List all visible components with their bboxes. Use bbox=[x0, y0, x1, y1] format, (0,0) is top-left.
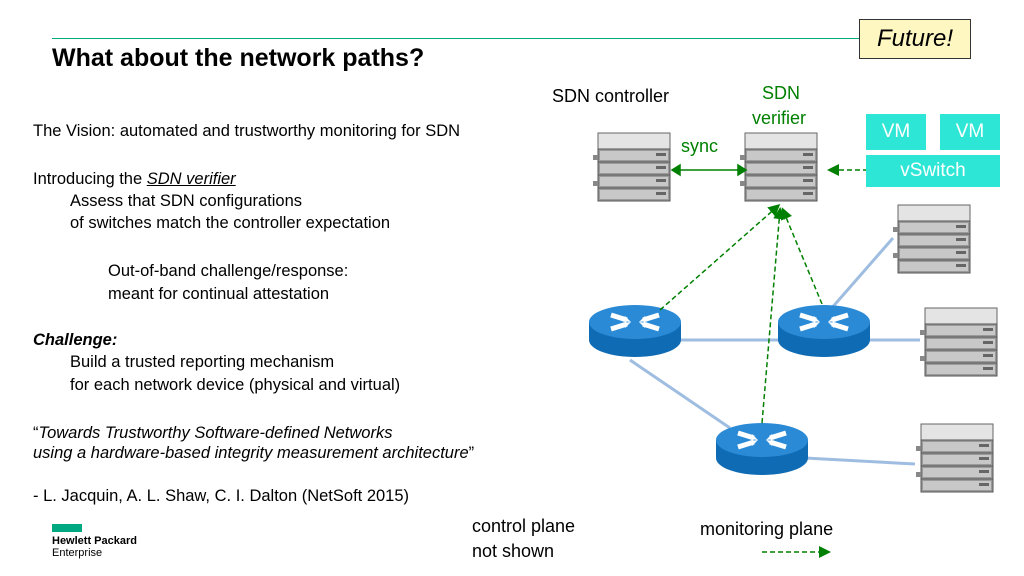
close-quote: ” bbox=[468, 444, 475, 462]
title-rule bbox=[52, 38, 860, 39]
host-server-1 bbox=[892, 204, 971, 274]
vm-box-2: VM bbox=[940, 114, 1000, 150]
sync-arrow bbox=[670, 163, 748, 177]
sdn-verifier-label-2: verifier bbox=[752, 108, 807, 128]
hpe-logo-bar bbox=[52, 524, 82, 532]
control-plane-label-1: control plane bbox=[472, 516, 576, 536]
physical-links bbox=[629, 237, 920, 466]
future-badge: Future! bbox=[859, 19, 971, 59]
vm-box-1: VM bbox=[866, 114, 926, 150]
assess-line-1: Assess that SDN configurations bbox=[70, 192, 303, 210]
challenge-line-2: for each network device (physical and vi… bbox=[70, 376, 401, 394]
router-bottom bbox=[716, 423, 808, 475]
page-title: What about the network paths? bbox=[52, 44, 425, 72]
oob-line-1: Out-of-band challenge/response: bbox=[108, 262, 349, 280]
intro-prefix: Introducing the bbox=[33, 170, 147, 188]
quote-title-2: using a hardware-based integrity measure… bbox=[33, 444, 469, 462]
monitoring-plane-label: monitoring plane bbox=[700, 519, 834, 539]
oob-line-2: meant for continual attestation bbox=[108, 285, 330, 303]
quote-title-1: Towards Trustworthy Software-defined Net… bbox=[38, 424, 393, 442]
challenge-heading: Challenge: bbox=[33, 331, 118, 349]
vision-text: The Vision: automated and trustworthy mo… bbox=[33, 122, 461, 140]
intro-term: SDN verifier bbox=[146, 170, 236, 188]
host-server-3 bbox=[915, 423, 994, 493]
control-plane-label-2: not shown bbox=[472, 541, 555, 561]
hpe-logo-line2: Enterprise bbox=[52, 547, 103, 559]
router-right bbox=[778, 305, 870, 357]
assess-line-2: of switches match the controller expecta… bbox=[70, 214, 391, 232]
sdn-controller-server bbox=[592, 132, 671, 202]
challenge-line-1: Build a trusted reporting mechanism bbox=[70, 353, 335, 371]
router-left bbox=[589, 305, 681, 357]
monitoring-links bbox=[659, 164, 868, 558]
sdn-verifier-label-1: SDN bbox=[762, 83, 801, 103]
sdn-controller-label: SDN controller bbox=[552, 86, 670, 106]
citation: - L. Jacquin, A. L. Shaw, C. I. Dalton (… bbox=[33, 487, 410, 505]
sync-label: sync bbox=[681, 136, 719, 156]
host-server-2 bbox=[919, 307, 998, 377]
quote-line-1: “Towards Trustworthy Software-defined Ne… bbox=[33, 424, 392, 443]
sdn-verifier-server bbox=[739, 132, 818, 202]
hpe-logo-line1: Hewlett Packard bbox=[52, 535, 137, 547]
intro-text: Introducing the SDN verifier bbox=[33, 170, 236, 189]
quote-line-2: using a hardware-based integrity measure… bbox=[33, 444, 474, 463]
vswitch-box: vSwitch bbox=[866, 155, 1000, 187]
open-quote: “ bbox=[33, 424, 39, 442]
